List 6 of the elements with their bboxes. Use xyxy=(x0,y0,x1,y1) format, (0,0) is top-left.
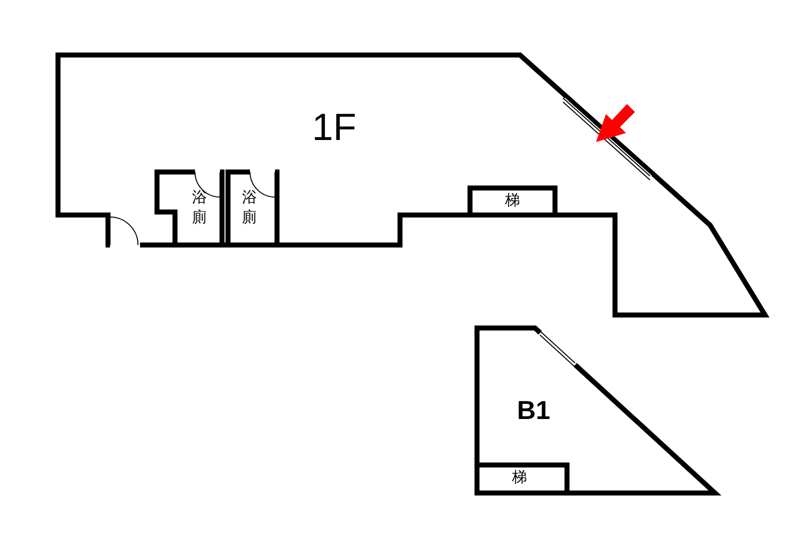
room-label: 浴廁 xyxy=(242,188,258,227)
room-label: 梯 xyxy=(505,193,520,210)
floor-label: B1 xyxy=(517,396,550,425)
floor-label: 1F xyxy=(312,108,356,150)
room-label: 浴廁 xyxy=(192,188,208,227)
room-label: 梯 xyxy=(512,470,527,486)
